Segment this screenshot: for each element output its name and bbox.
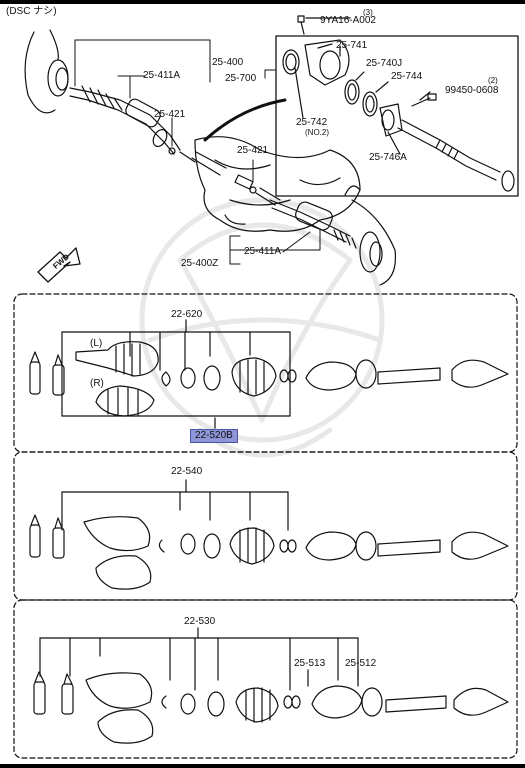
section-c-part-25-513: 25-513 <box>294 658 326 669</box>
transmission-case <box>194 136 361 232</box>
left-hub <box>24 29 69 114</box>
upper-drive-shaft <box>69 85 196 163</box>
callout-25-744: 25-744 <box>391 71 423 82</box>
section-box-b <box>13 451 518 601</box>
callout-qty-99450: (2) <box>488 76 498 85</box>
callout-25-740j: 25-740J <box>366 58 403 69</box>
callout-25-421-lower: 25-421 <box>237 145 269 156</box>
callout-25-742-note: (NO.2) <box>305 128 329 137</box>
callout-qty-9ya16: (3) <box>363 8 373 17</box>
sheet-header-bar <box>0 0 525 4</box>
callout-99450-0608: 99450-0608 <box>445 85 499 96</box>
inset-box <box>275 35 519 197</box>
section-c-drawing <box>33 627 509 744</box>
section-b-part-number: 22-540 <box>171 466 203 477</box>
callout-25-400z: 25-400Z <box>181 258 219 269</box>
callout-25-421-upper: 25-421 <box>154 109 186 120</box>
inset-parts <box>282 15 515 192</box>
lower-drive-shaft <box>269 185 397 286</box>
callout-25-742: 25-742 <box>296 117 328 128</box>
fwd-arrow-icon <box>37 247 81 283</box>
callout-25-700: 25-700 <box>225 73 257 84</box>
header-note: (DSC ナシ) <box>6 6 57 17</box>
callout-25-400: 25-400 <box>212 57 244 68</box>
callout-9ya16-a002: 9YA16-A002 <box>320 15 376 26</box>
link-arc <box>203 98 287 142</box>
top-leader-lines <box>74 39 321 265</box>
callout-25-411a-lower: 25-411A <box>244 246 282 257</box>
callout-25-746a: 25-746A <box>369 152 407 163</box>
section-a-left-marker: (L) <box>90 338 103 349</box>
section-a-part-number: 22-620 <box>171 309 203 320</box>
callout-25-741: 25-741 <box>336 40 368 51</box>
section-c-part-number: 22-530 <box>184 616 216 627</box>
sheet-footer-bar <box>0 764 525 768</box>
watermark-emblem <box>139 197 385 458</box>
section-box-c <box>13 599 518 759</box>
section-c-part-25-512: 25-512 <box>345 658 377 669</box>
center-shaft <box>191 151 281 206</box>
section-a-drawing <box>29 319 509 429</box>
callout-25-411a-upper: 25-411A <box>143 70 181 81</box>
section-b-drawing <box>29 479 509 590</box>
section-a-boot-kit-highlight: 22-520B <box>190 429 238 443</box>
section-a-right-marker: (R) <box>90 378 104 389</box>
